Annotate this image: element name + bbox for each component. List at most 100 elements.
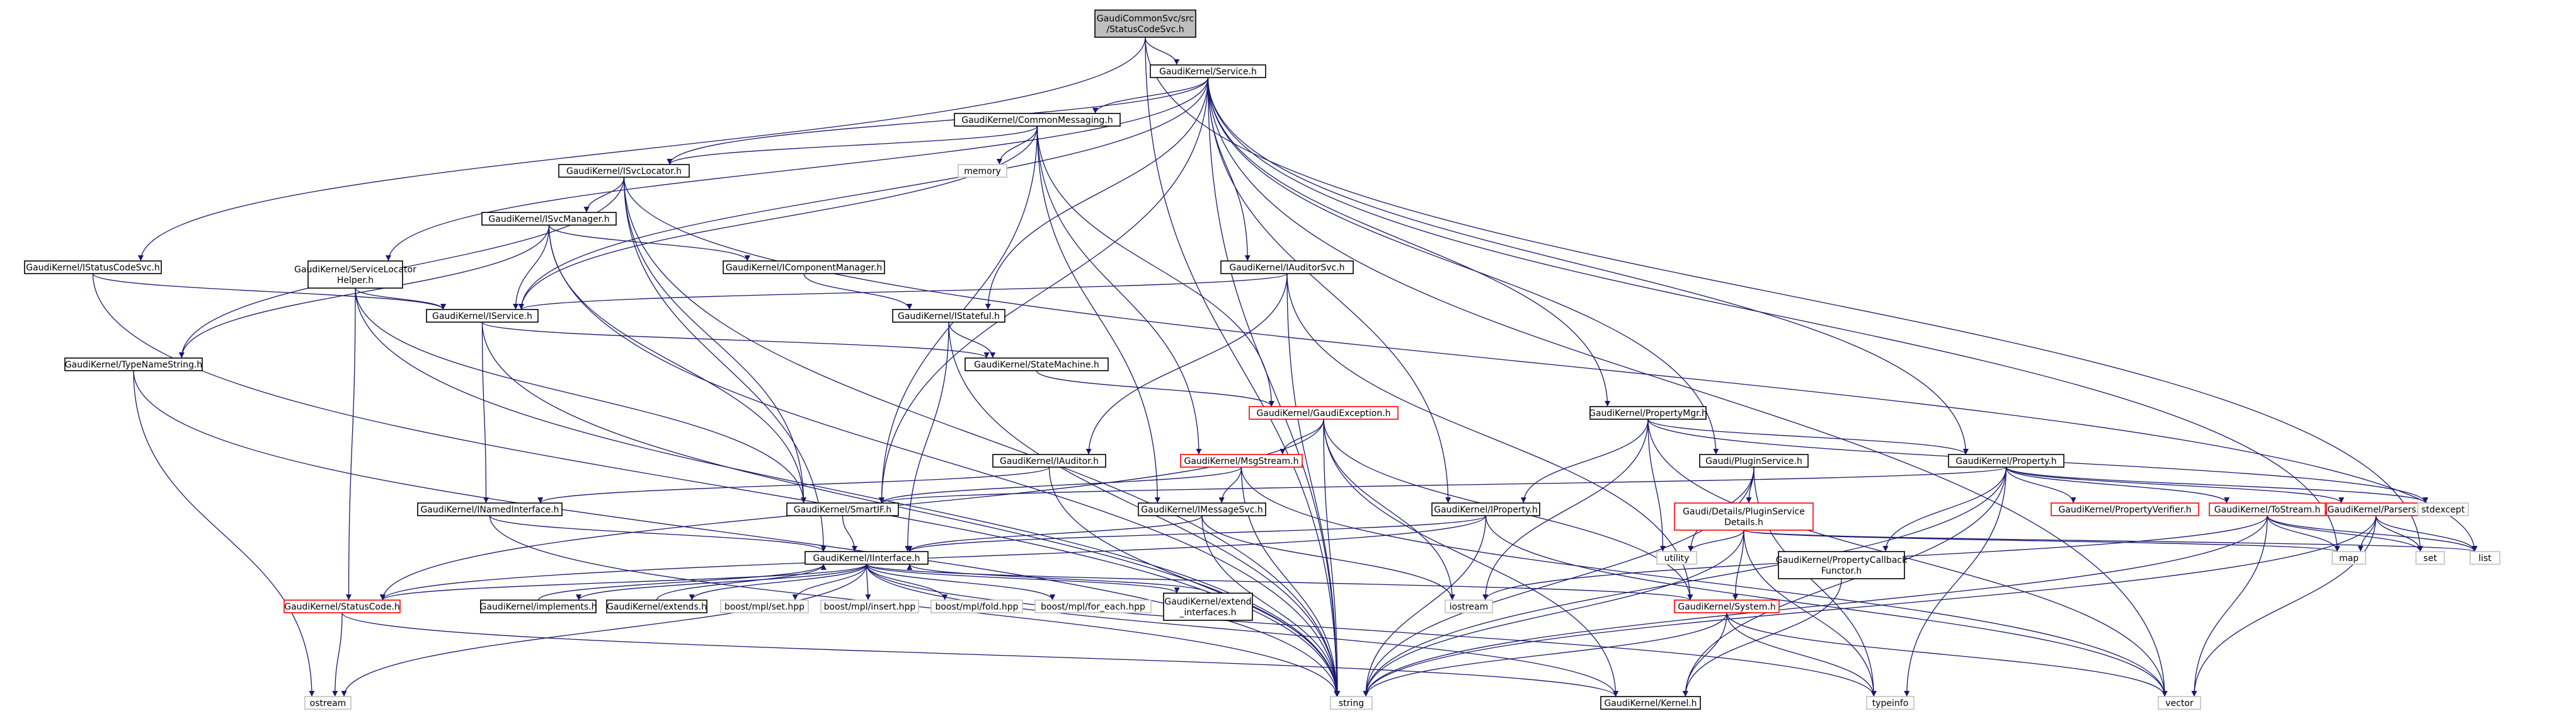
edge-root-to-service <box>1145 37 1180 66</box>
edge-iauditorsvc-to-iservice <box>518 273 1288 310</box>
node-box <box>720 599 809 613</box>
edge-imsgsvc-to-iinterface <box>907 515 1203 552</box>
edge-statuscode-to-kernel <box>341 612 1618 697</box>
edge-property-to-stdexcept <box>2005 466 2429 504</box>
node-iscsvc[interactable]: GaudiKernel/IStatusCodeSvc.h <box>24 260 162 274</box>
node-cm[interactable]: GaudiKernel/CommonMessaging.h <box>954 113 1121 127</box>
node-box <box>2415 551 2445 565</box>
edge-ge-to-string <box>1323 419 1341 697</box>
edge-cm-to-imsgsvc <box>1036 125 1160 504</box>
node-label: GaudiKernel/Kernel.h <box>1604 698 1697 709</box>
edge-system-to-kernel <box>1682 612 1727 697</box>
node-iauditor[interactable]: GaudiKernel/IAuditor.h <box>992 454 1106 468</box>
node-box <box>1150 64 1266 78</box>
node-iservice[interactable]: GaudiKernel/IService.h <box>426 309 539 323</box>
edge-system-to-string <box>1363 612 1727 697</box>
node-istateful[interactable]: GaudiKernel/IStateful.h <box>892 309 1005 323</box>
node-label: utility <box>1664 553 1690 564</box>
node-sm[interactable]: GaudiKernel/StateMachine.h <box>965 357 1109 371</box>
edge-iinterface-to-statuscode <box>380 564 867 601</box>
node-label: GaudiKernel/IAuditorSvc.h <box>1229 263 1344 273</box>
node-tns[interactable]: GaudiKernel/TypeNameString.h <box>64 357 203 371</box>
node-label: GaudiKernel/CommonMessaging.h <box>961 115 1113 125</box>
node-statuscode[interactable]: GaudiKernel/StatusCode.h <box>283 599 401 613</box>
node-msgstream[interactable]: GaudiKernel/MsgStream.h <box>1180 454 1303 468</box>
edge-iinterface-to-extendi <box>866 564 1180 594</box>
node-box <box>992 454 1106 468</box>
node-kernel[interactable]: GaudiKernel/Kernel.h <box>1600 696 1701 710</box>
node-ini[interactable]: GaudiKernel/INamedInterface.h <box>417 502 563 516</box>
node-box <box>417 502 563 516</box>
node-property[interactable]: GaudiKernel/Property.h <box>1948 454 2064 468</box>
node-box <box>1138 502 1266 516</box>
edge-istateful-to-iinterface <box>905 321 949 552</box>
edge-icm-to-istateful <box>803 273 913 310</box>
node-layer: GaudiCommonSvc/src/StatusCodeSvc.hGaudiK… <box>24 9 2500 710</box>
node-label: string <box>1339 698 1364 709</box>
node-box <box>1180 454 1303 468</box>
node-label: GaudiKernel/IStateful.h <box>898 311 1000 321</box>
node-tostream[interactable]: GaudiKernel/ToStream.h <box>2209 502 2326 516</box>
node-label: stdexcept <box>2422 505 2465 515</box>
node-implements[interactable]: GaudiKernel/implements.h <box>480 599 597 613</box>
edge-pmgr-to-property <box>1647 419 1969 455</box>
node-label: GaudiKernel/ToStream.h <box>2214 505 2321 515</box>
edge-tns-to-string <box>133 370 1340 697</box>
edge-property-to-pverif <box>2005 466 2076 504</box>
node-iostream: iostream <box>1445 599 1493 613</box>
node-icm[interactable]: GaudiKernel/IComponentManager.h <box>723 260 885 274</box>
node-isvcloc[interactable]: GaudiKernel/ISvcLocator.h <box>558 164 690 178</box>
node-label: Functor.h <box>1821 566 1862 576</box>
node-iinterface[interactable]: GaudiKernel/IInterface.h <box>804 551 929 565</box>
edge-tostream-to-set <box>2267 515 2424 552</box>
node-service[interactable]: GaudiKernel/Service.h <box>1150 64 1266 78</box>
edge-iinterface-to-typeinfo <box>866 564 1877 697</box>
edge-service-to-psvc <box>1207 77 1719 455</box>
node-label: GaudiKernel/MsgStream.h <box>1184 456 1298 466</box>
node-extends[interactable]: GaudiKernel/extends.h <box>606 599 707 613</box>
edge-iinterface-to-extends <box>689 564 867 601</box>
edge-psd-to-map <box>1743 530 2340 552</box>
edge-isvcloc-to-iinterface <box>623 177 827 552</box>
node-pmgr[interactable]: GaudiKernel/PropertyMgr.h <box>1589 406 1707 420</box>
edge-cm-to-memory <box>996 125 1038 165</box>
edge-tns-to-ostream <box>133 370 315 697</box>
node-extendi[interactable]: GaudiKernel/extend_interfaces.h <box>1163 593 1253 621</box>
edge-iscsvc-to-iservice <box>92 273 446 310</box>
node-ge[interactable]: GaudiKernel/GaudiException.h <box>1249 406 1399 420</box>
node-isvcmgr[interactable]: GaudiKernel/ISvcManager.h <box>481 212 617 226</box>
node-string: string <box>1330 696 1373 710</box>
node-box <box>307 260 403 289</box>
node-psvc[interactable]: Gaudi/PluginService.h <box>1699 454 1809 468</box>
edge-pmgr-to-utility <box>1647 419 1666 552</box>
node-parsers[interactable]: GaudiKernel/Parsers.h <box>2326 502 2426 516</box>
node-box <box>958 164 1007 178</box>
node-smartif[interactable]: GaudiKernel/SmartIF.h <box>786 502 899 516</box>
node-iproperty[interactable]: GaudiKernel/IProperty.h <box>1431 502 1540 516</box>
node-label: GaudiKernel/INamedInterface.h <box>420 505 559 515</box>
edge-service-to-property <box>1207 77 1969 455</box>
node-label: GaudiKernel/StateMachine.h <box>974 360 1099 370</box>
node-pverif[interactable]: GaudiKernel/PropertyVerifier.h <box>2051 502 2199 516</box>
node-imsgsvc[interactable]: GaudiKernel/IMessageSvc.h <box>1138 502 1266 516</box>
edge-iauditorsvc-to-iauditor <box>1085 273 1288 455</box>
edge-iauditorsvc-to-string <box>1286 273 1340 697</box>
node-label: GaudiKernel/IComponentManager.h <box>726 263 883 273</box>
node-label: map <box>2339 553 2359 564</box>
edge-ini-to-iinterface <box>489 515 827 552</box>
node-iauditorsvc[interactable]: GaudiKernel/IAuditorSvc.h <box>1220 260 1354 274</box>
node-label: GaudiKernel/Parsers.h <box>2327 505 2424 515</box>
edge-msgstream-to-imsgsvc <box>1218 466 1242 504</box>
node-label: GaudiKernel/IMessageSvc.h <box>1141 505 1262 515</box>
node-label: GaudiKernel/IProperty.h <box>1434 505 1537 515</box>
node-system[interactable]: GaudiKernel/System.h <box>1674 599 1780 613</box>
node-box <box>892 309 1005 323</box>
node-box <box>24 260 162 274</box>
node-bfold: boost/mpl/fold.hpp <box>930 599 1023 613</box>
node-box <box>930 599 1023 613</box>
node-root[interactable]: GaudiCommonSvc/src/StatusCodeSvc.h <box>1094 9 1196 38</box>
node-box <box>1445 599 1493 613</box>
